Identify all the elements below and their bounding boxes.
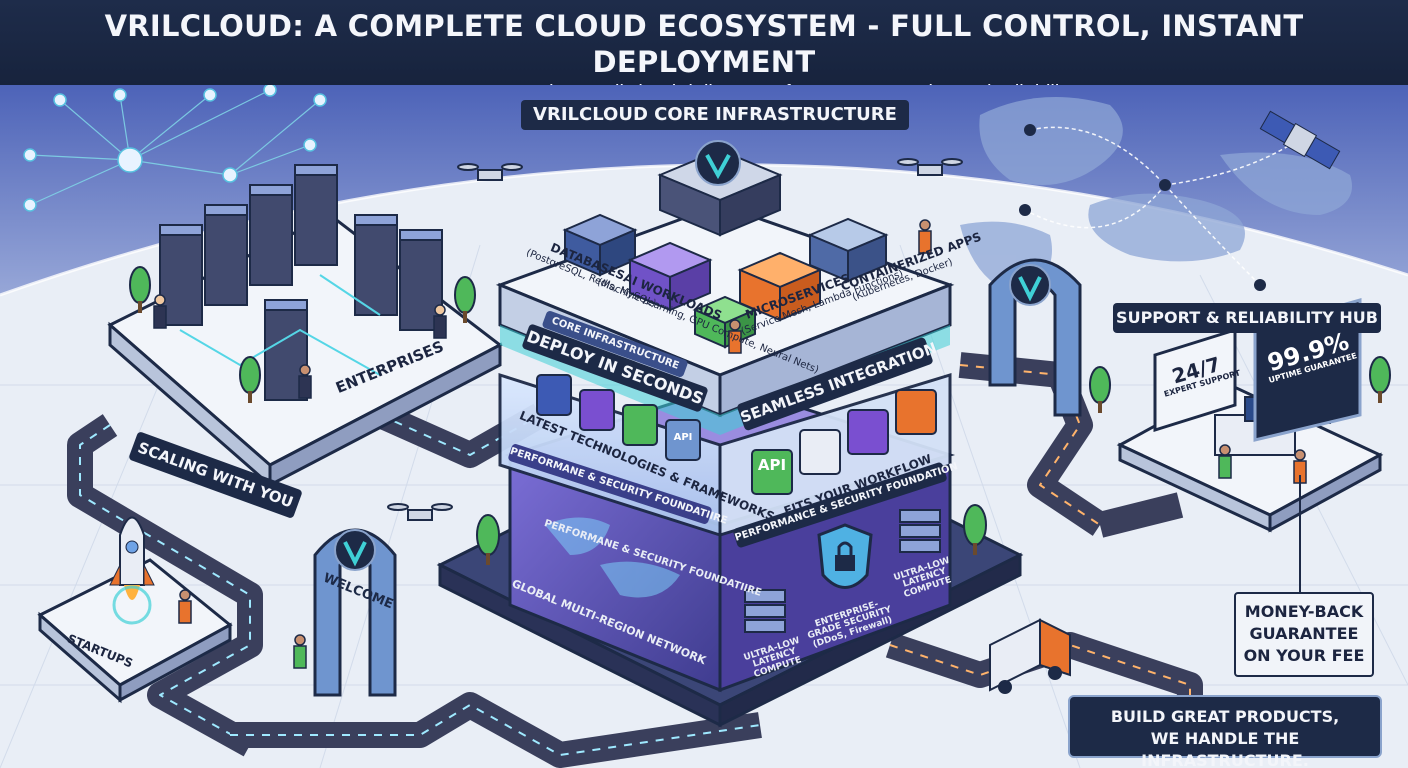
security-shield: [817, 523, 873, 589]
right-arch: [988, 258, 1082, 417]
people: [153, 219, 1307, 669]
world-map: [960, 97, 1352, 295]
header-banner: VRILCLOUD: A COMPLETE CLOUD ECOSYSTEM - …: [0, 0, 1408, 104]
drones: [387, 158, 963, 521]
page-title: VRILCLOUD: A COMPLETE CLOUD ECOSYSTEM - …: [104, 9, 1304, 79]
tech-tiles: [536, 374, 937, 495]
money-back-card: MONEY-BACK GUARANTEE ON YOUR FEE: [1234, 592, 1374, 677]
core-infrastructure-label: VRILCLOUD CORE INFRASTRUCTURE: [521, 100, 909, 130]
api-small-tile-label: API: [673, 432, 693, 443]
trees: [129, 266, 1391, 565]
network-lines: [29, 89, 321, 206]
green-cube: [692, 295, 758, 349]
welcome-arch: [313, 528, 397, 697]
rocket: [109, 516, 155, 600]
api-tile-label: API: [757, 456, 787, 474]
map-pins: [1019, 124, 1266, 291]
container-cube: [807, 217, 889, 283]
support-sign-board: [1153, 327, 1237, 433]
satellite: [1259, 110, 1341, 170]
server-racks: [159, 164, 443, 401]
tagline-card: BUILD GREAT PRODUCTS, WE HANDLE THE INFR…: [1068, 695, 1382, 768]
scene-artwork: [0, 85, 1408, 768]
delivery-truck: [989, 618, 1071, 694]
ecosystem-illustration: VRILCLOUD CORE INFRASTRUCTURE DATABASES …: [0, 85, 1408, 768]
support-hub-label: SUPPORT & RELIABILITY HUB: [1113, 303, 1381, 333]
database-cube: [562, 213, 638, 277]
ai-cube: [627, 241, 713, 312]
core-server: [657, 140, 783, 237]
